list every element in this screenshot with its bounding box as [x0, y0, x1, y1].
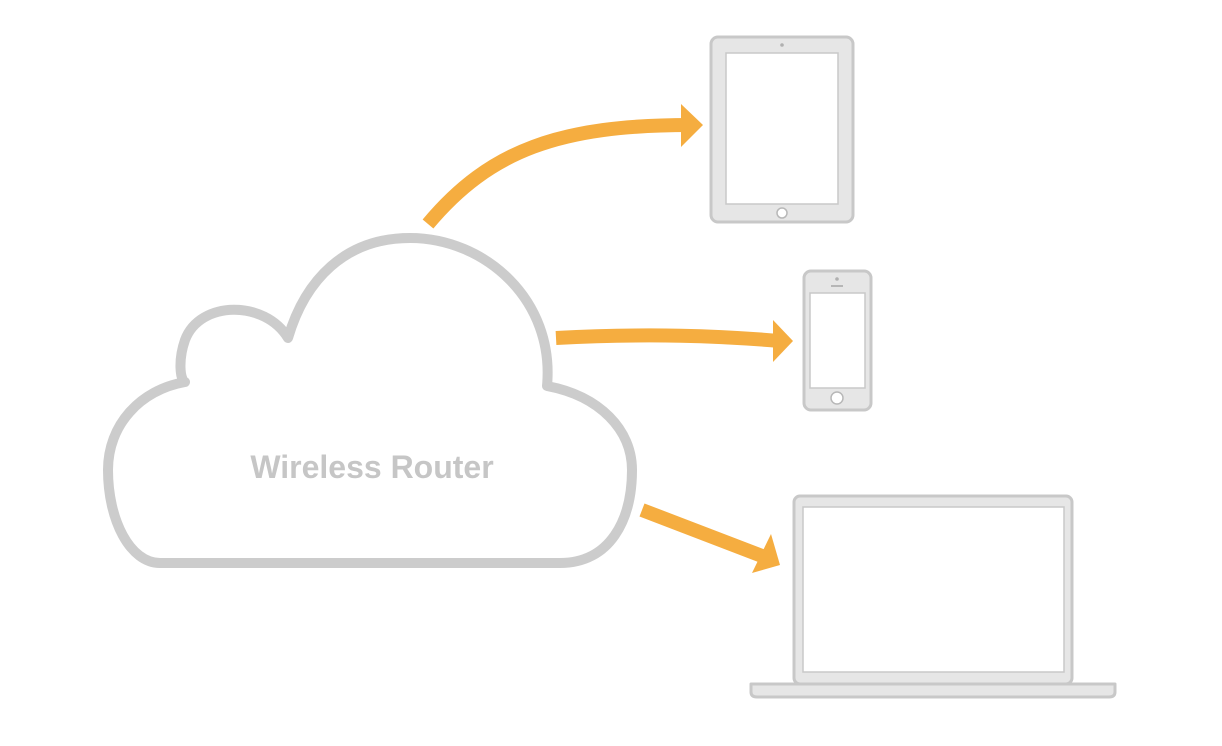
arrow-to-tablet-shaft: [422, 118, 691, 229]
tablet-home-button: [776, 207, 788, 219]
arrow-to-phone: [555, 320, 793, 362]
cloud-label: Wireless Router: [250, 449, 493, 485]
arrow-to-phone-head: [773, 320, 793, 362]
laptop-device: [749, 494, 1117, 699]
arrows: [422, 104, 793, 573]
arrow-to-laptop-shaft: [639, 503, 765, 563]
phone-device: [802, 269, 873, 412]
laptop-screen: [802, 506, 1065, 673]
phone-camera: [835, 277, 839, 281]
tablet-device: [709, 35, 855, 224]
arrow-to-tablet: [422, 104, 703, 229]
arrow-to-laptop: [639, 503, 780, 573]
tablet-screen: [725, 52, 839, 205]
router-cloud: Wireless Router: [103, 233, 637, 568]
arrow-to-tablet-head: [681, 104, 703, 147]
phone-home-button: [830, 391, 844, 405]
tablet-camera: [780, 43, 784, 47]
cloud-outline: [103, 233, 637, 568]
arrow-to-laptop-head: [752, 534, 780, 573]
arrow-to-phone-shaft: [555, 328, 781, 348]
phone-screen: [809, 292, 866, 389]
laptop-base: [749, 682, 1117, 699]
